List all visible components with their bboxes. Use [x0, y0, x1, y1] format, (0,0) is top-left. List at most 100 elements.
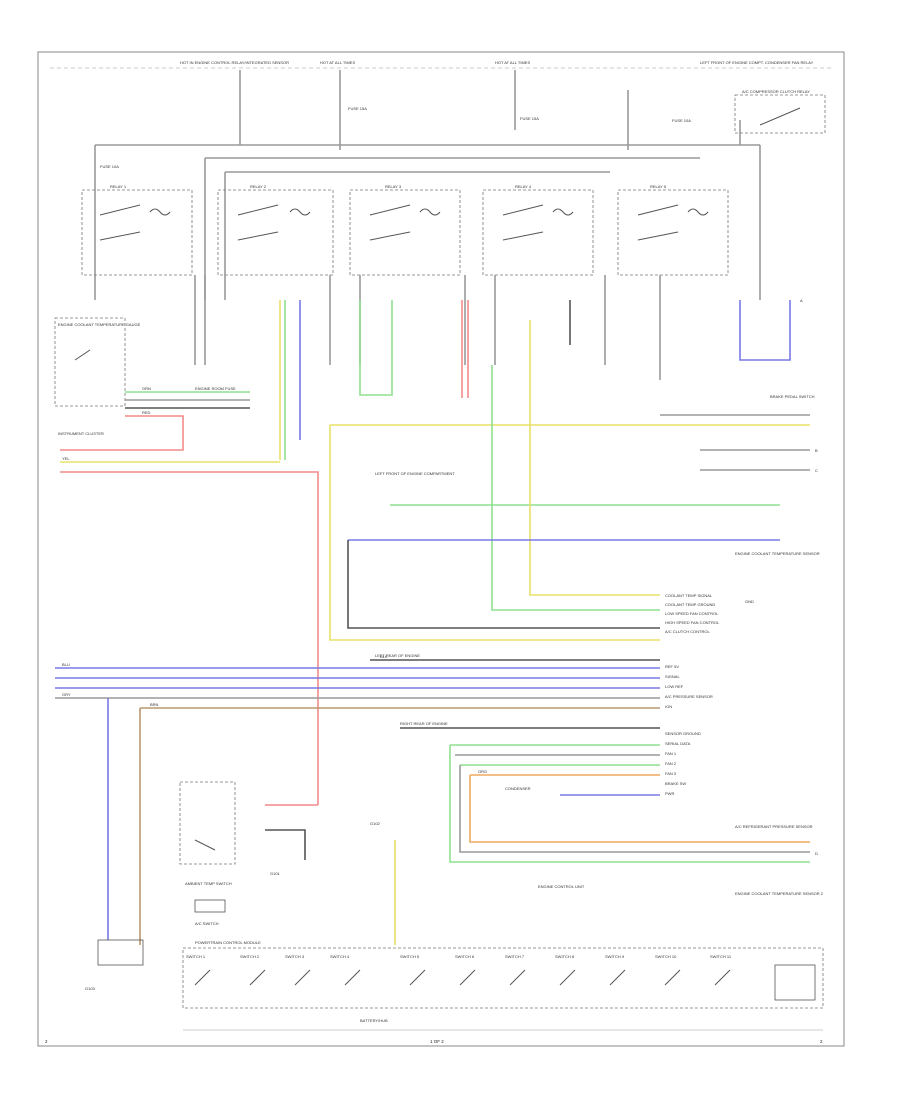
- tag-brn: BRN: [150, 702, 159, 707]
- sig-2: COOLANT TEMP GROUND: [665, 602, 715, 607]
- label-left-front-engine: LEFT FRONT OF ENGINE COMPARTMENT: [375, 471, 455, 476]
- sig-12: SERIAL DATA: [665, 741, 691, 746]
- relay-label-2: RELAY 2: [250, 184, 267, 189]
- sig-17: PWR: [665, 791, 674, 796]
- sig-11: SENSOR GROUND: [665, 731, 701, 736]
- ground-feed: [265, 829, 306, 860]
- sig-9: A/C PRESSURE SENSOR: [665, 694, 713, 699]
- sw-7: SWITCH 7: [505, 954, 525, 959]
- tag-yel: YEL: [62, 456, 70, 461]
- label-right-rear: RIGHT REAR OF ENGINE: [400, 721, 448, 726]
- label-brake-switch: BRAKE PEDAL SWITCH: [770, 394, 815, 399]
- fuse-f3: FUSE 10A: [672, 118, 691, 123]
- sw-5: SWITCH 5: [400, 954, 420, 959]
- label-coolant-gauge: ENGINE COOLANT TEMPERATURE GAUGE: [58, 322, 141, 327]
- colored-drop-wires: [279, 300, 791, 460]
- relay-label-3: RELAY 3: [385, 184, 402, 189]
- sw-10: SWITCH 10: [655, 954, 677, 959]
- relay-contacts: [99, 204, 709, 241]
- sw-6: SWITCH 6: [455, 954, 475, 959]
- pcm-switch-contacts: [194, 969, 731, 986]
- relay-box-5: [617, 189, 729, 276]
- label-coolant-sensor: ENGINE COOLANT TEMPERATURE SENSOR: [735, 551, 820, 556]
- tag-red: RED: [142, 410, 151, 415]
- sw-3: SWITCH 3: [285, 954, 305, 959]
- relay-label-4: RELAY 4: [515, 184, 532, 189]
- diagram-frame: [37, 51, 845, 1047]
- sig-13: FAN 1: [665, 751, 677, 756]
- label-ambient: AMBIENT TEMP SWITCH: [185, 881, 232, 886]
- page-right: 2: [820, 1039, 823, 1044]
- gauge-switch: [74, 349, 91, 361]
- cluster-output-wires: [60, 391, 319, 805]
- tag-grn: GRN: [142, 386, 151, 391]
- tag-blu: BLU: [62, 662, 70, 667]
- sig-14: FAN 2: [665, 761, 677, 766]
- pcm-module-box: [182, 947, 824, 1009]
- relay-bank: RELAY 1 RELAY 2 RELAY 3 RELAY 4 RELAY 5: [81, 184, 729, 276]
- page-center: 1 OF 2: [430, 1039, 444, 1044]
- wire-color-tags: GRN RED YEL BLU GRY BRN ORG BLK A B C D …: [62, 298, 818, 856]
- label-ac-pressure: A/C REFRIGERANT PRESSURE SENSOR: [735, 824, 813, 829]
- ac-switch-box: [194, 899, 226, 913]
- label-ground-g101: G101: [270, 871, 281, 876]
- fuse-f2: FUSE 15A: [520, 116, 539, 121]
- sig-18: GND: [745, 599, 754, 604]
- sw-11: SWITCH 11: [710, 954, 732, 959]
- relay-label-5: RELAY 5: [650, 184, 667, 189]
- pcm-output-box: [774, 964, 816, 1001]
- pcm-switch-labels: SWITCH 1 SWITCH 2 SWITCH 3 SWITCH 4 SWIT…: [186, 954, 732, 959]
- coolant-gauge-box: [54, 317, 126, 407]
- ac-relay-switch: [759, 107, 801, 126]
- ac-clutch-relay-box: [734, 94, 826, 134]
- tag-org: ORG: [478, 769, 487, 774]
- sig-15: FAN 3: [665, 771, 677, 776]
- sig-6: REF 5V: [665, 664, 679, 669]
- sw-1: SWITCH 1: [186, 954, 206, 959]
- label-left-rear: LEFT REAR OF ENGINE: [375, 653, 420, 658]
- sw-9: SWITCH 9: [605, 954, 625, 959]
- label-condenser: CONDENSER: [505, 786, 531, 791]
- pcm-signal-labels: COOLANT TEMP SIGNAL COOLANT TEMP GROUND …: [665, 593, 720, 796]
- label-pcm: POWERTRAIN CONTROL MODULE: [195, 940, 261, 945]
- sig-1: COOLANT TEMP SIGNAL: [665, 593, 713, 598]
- label-hot-run: HOT IN ENGINE CONTROL RELAY/INTEGRATED S…: [180, 60, 289, 65]
- relay-box-4: [482, 189, 594, 276]
- ambient-switch-box: [179, 781, 236, 865]
- pin-a: A: [800, 298, 803, 303]
- sw-2: SWITCH 2: [240, 954, 260, 959]
- sig-8: LOW REF: [665, 684, 684, 689]
- top-feed-wires: [94, 70, 761, 300]
- sig-4: HIGH SPEED FAN CONTROL: [665, 620, 720, 625]
- label-engine-room-fuse: ENGINE ROOM FUSE: [195, 386, 236, 391]
- label-hot-1: HOT AT ALL TIMES: [320, 60, 355, 65]
- sig-7: SIGNAL: [665, 674, 680, 679]
- sig-16: BRAKE SW: [665, 781, 686, 786]
- label-ac-switch: A/C SWITCH: [195, 921, 219, 926]
- page-left: 2: [45, 1039, 48, 1044]
- pin-b: B: [815, 448, 818, 453]
- ambient-switch: [194, 839, 216, 851]
- relay-box-2: [217, 189, 334, 276]
- label-coolant-sensor2: ENGINE COOLANT TEMPERATURE SENSOR 2: [735, 891, 824, 896]
- label-module-bottom: BATTERY/HUB: [360, 1018, 388, 1023]
- coolant-sensor-lower: [97, 939, 144, 966]
- tag-blk: BLK: [380, 654, 388, 659]
- label-ground-g103: G103: [85, 986, 96, 991]
- sig-10: IGN: [665, 704, 672, 709]
- sw-8: SWITCH 8: [555, 954, 575, 959]
- fuse-f4: FUSE 10A: [100, 164, 119, 169]
- relay-box-1: [81, 189, 193, 276]
- pin-d: D: [815, 851, 818, 856]
- label-ac-relay: A/C COMPRESSOR CLUTCH RELAY: [742, 89, 810, 94]
- label-left-front: LEFT FRONT OF ENGINE COMPT. CONDENSER FA…: [700, 60, 814, 65]
- relay-box-3: [349, 189, 461, 276]
- sig-5: A/C CLUTCH CONTROL: [665, 629, 710, 634]
- relay-label-1: RELAY 1: [110, 184, 127, 189]
- label-instrument-cluster: INSTRUMENT CLUSTER: [58, 431, 104, 436]
- fuse-f1: FUSE 15A: [348, 106, 367, 111]
- label-ecu: ENGINE CONTROL UNIT: [538, 884, 585, 889]
- relay-drop-wires: [194, 275, 661, 380]
